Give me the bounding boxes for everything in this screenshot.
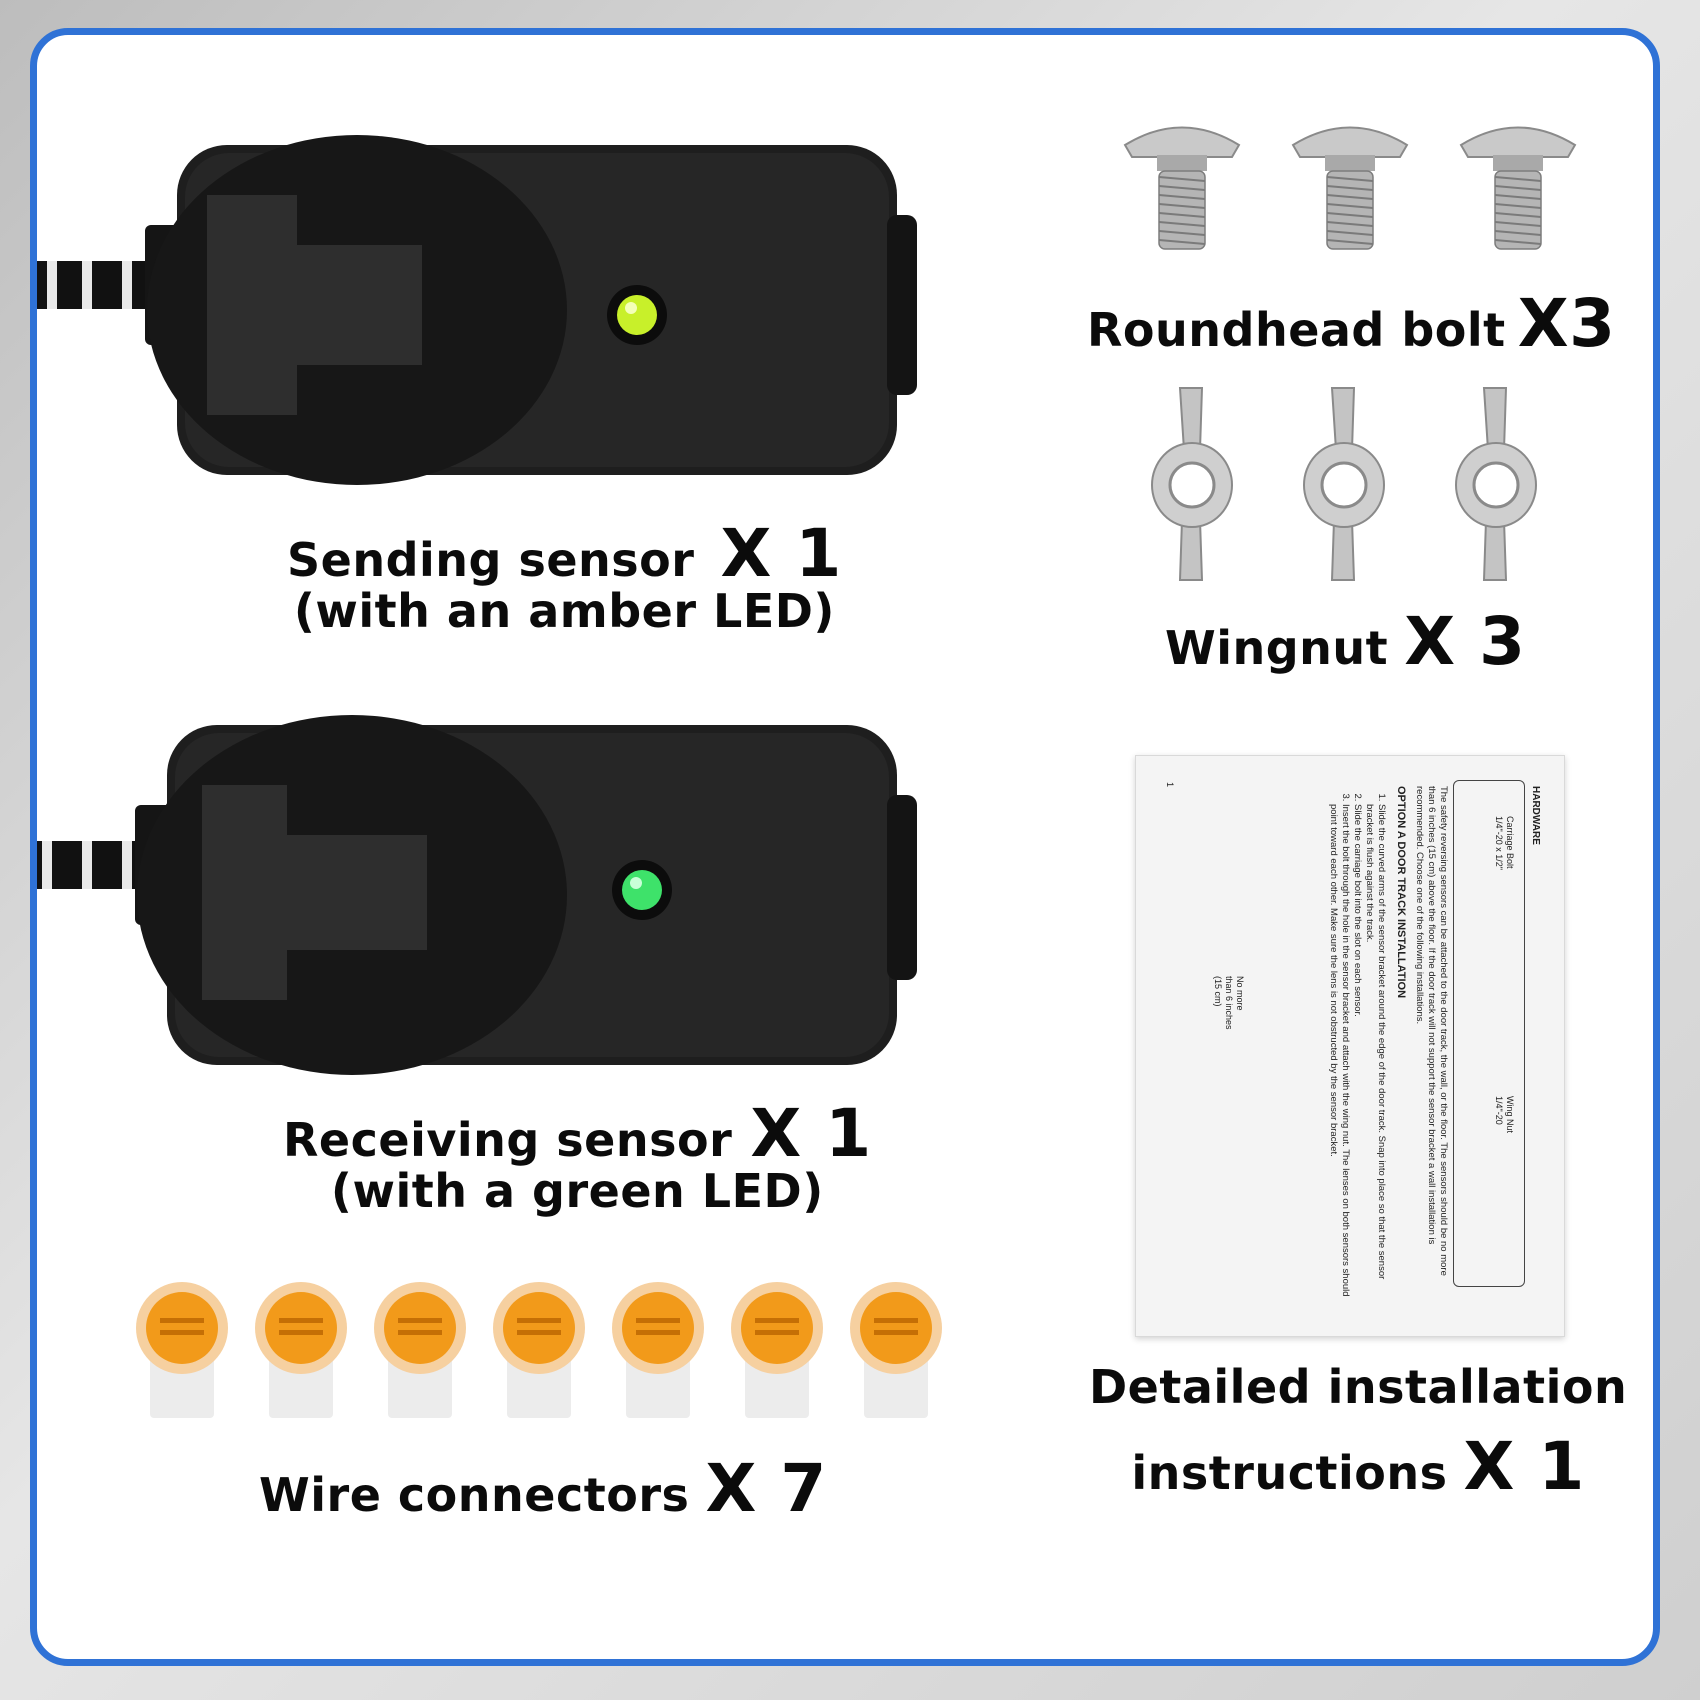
sending-sensor-title: Sending sensor — [287, 533, 695, 587]
sheet-step: Slide the curved arms of the sensor brac… — [1363, 804, 1387, 1304]
wingnut-qty: X 3 — [1404, 603, 1526, 680]
receiving-sensor-icon — [37, 695, 927, 1075]
roundhead-bolt-icon — [1285, 115, 1415, 259]
instruction-sheet-content: HARDWARE Carriage Bolt 1/4"-20 x 1/2" Wi… — [1155, 776, 1545, 1316]
wire-connector-icon — [132, 1280, 232, 1424]
instructions-label: Detailed installation instructions X 1 — [1089, 1360, 1627, 1505]
wire-connector-icon — [727, 1280, 827, 1424]
roundhead-bolt-qty: X3 — [1517, 285, 1616, 362]
wing-nut-name: Wing Nut — [1505, 1096, 1515, 1134]
wire-connectors-title: Wire connectors — [259, 1468, 690, 1522]
wire-connectors-label: Wire connectors X 7 — [259, 1450, 827, 1527]
instructions-title-line2: instructions — [1131, 1446, 1448, 1500]
sending-sensor-note: (with an amber LED) — [293, 584, 835, 638]
instructions-qty: X 1 — [1463, 1428, 1585, 1505]
wire-connector-icon — [370, 1280, 470, 1424]
wingnut-icon — [1142, 380, 1242, 594]
sheet-header: HARDWARE — [1530, 786, 1541, 845]
wing-nut-size: 1/4"-20 — [1494, 1096, 1504, 1125]
product-card: Sending sensor X 1 (with an amber LED) R… — [30, 28, 1660, 1666]
instruction-sheet-icon: HARDWARE Carriage Bolt 1/4"-20 x 1/2" Wi… — [1135, 755, 1565, 1337]
wingnut-icon — [1446, 380, 1546, 594]
sheet-step: Slide the carriage bolt into the slot on… — [1351, 804, 1363, 1304]
sending-sensor-qty: X 1 — [720, 515, 842, 592]
sheet-steps: Slide the curved arms of the sensor brac… — [1327, 786, 1387, 1304]
wire-connectors-qty: X 7 — [705, 1450, 827, 1527]
roundhead-bolt-icon — [1453, 115, 1583, 259]
wire-connector-icon — [489, 1280, 589, 1424]
receiving-sensor-title: Receiving sensor — [283, 1113, 733, 1167]
note-line: No more — [1235, 976, 1245, 1011]
note-line: than 6 inches — [1224, 976, 1234, 1030]
sending-sensor-label: Sending sensor X 1 (with an amber LED) — [287, 515, 842, 638]
wire-connector-icon — [251, 1280, 351, 1424]
roundhead-bolt-label: Roundhead bolt X3 — [1087, 285, 1616, 362]
sending-sensor-icon — [37, 115, 927, 495]
receiving-sensor-label: Receiving sensor X 1 (with a green LED) — [283, 1095, 872, 1218]
instructions-title-line1: Detailed installation — [1089, 1360, 1628, 1414]
wire-connector-icon — [608, 1280, 708, 1424]
roundhead-bolt-icon — [1117, 115, 1247, 259]
carriage-bolt-name: Carriage Bolt — [1505, 816, 1515, 869]
sheet-intro: The safety reversing sensors can be atta… — [1414, 786, 1449, 1276]
note-line: (15 cm) — [1213, 976, 1223, 1007]
sheet-step: Insert the bolt through the hole in the … — [1327, 804, 1351, 1304]
receiving-sensor-qty: X 1 — [750, 1095, 872, 1172]
wire-connector-icon — [846, 1280, 946, 1424]
wing-nut-text: Wing Nut 1/4"-20 — [1493, 1096, 1515, 1133]
carriage-bolt-text: Carriage Bolt 1/4"-20 x 1/2" — [1493, 816, 1515, 870]
roundhead-bolt-title: Roundhead bolt — [1087, 303, 1506, 357]
sheet-page-number: 1 — [1165, 782, 1175, 788]
instructions-title-line2-row: instructions X 1 — [1089, 1428, 1627, 1505]
wingnut-title: Wingnut — [1165, 621, 1389, 675]
wingnut-icon — [1294, 380, 1394, 594]
carriage-bolt-size: 1/4"-20 x 1/2" — [1494, 816, 1504, 870]
receiving-sensor-note: (with a green LED) — [330, 1164, 824, 1218]
wingnut-label: Wingnut X 3 — [1165, 603, 1526, 680]
sheet-height-note: No more than 6 inches (15 cm) — [1212, 976, 1245, 1030]
sheet-option-title: OPTION A DOOR TRACK INSTALLATION — [1395, 786, 1407, 999]
